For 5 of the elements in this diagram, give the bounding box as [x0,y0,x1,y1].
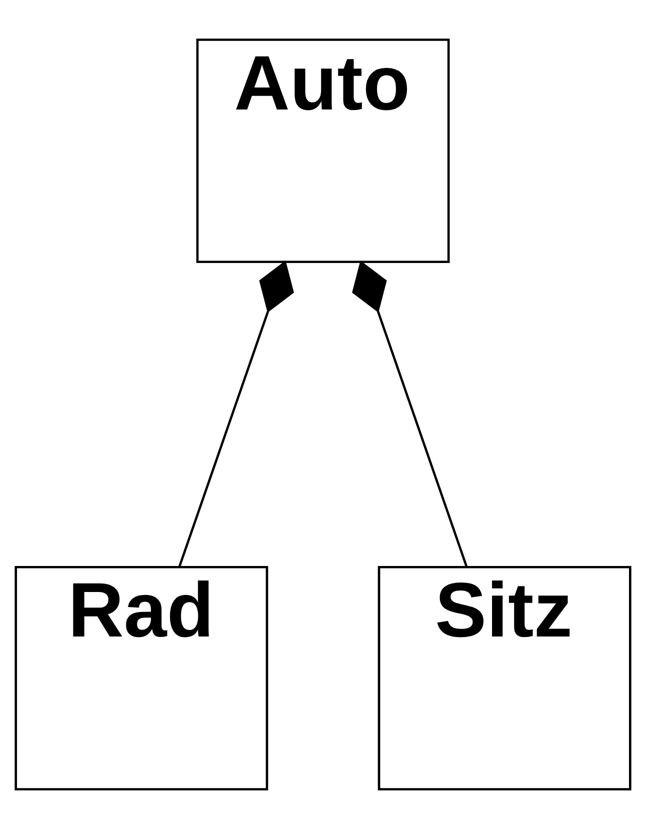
connector [178,260,294,567]
connector [352,260,468,567]
node-box: Auto [196,38,450,263]
node-box: Sitz [378,565,632,790]
node-box: Rad [14,565,268,790]
